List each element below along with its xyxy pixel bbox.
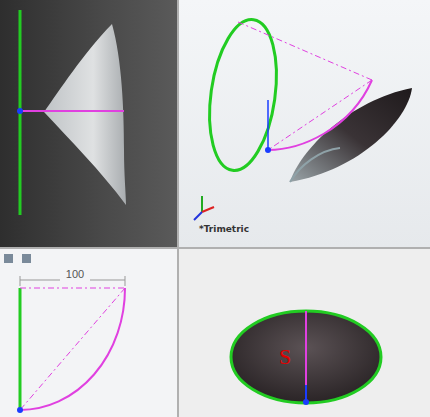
toolbar-icons bbox=[4, 254, 31, 263]
dimension-extension bbox=[20, 276, 21, 286]
construction-line bbox=[238, 22, 372, 80]
section-ellipse bbox=[231, 311, 381, 403]
dimension-value: 100 bbox=[66, 269, 84, 280]
construction-line bbox=[20, 288, 125, 289]
origin-point bbox=[17, 407, 23, 413]
viewport-divider bbox=[177, 0, 179, 417]
dimension-line bbox=[90, 280, 125, 281]
guide-curve bbox=[268, 80, 372, 150]
viewport-divider bbox=[0, 247, 430, 249]
viewport-trimetric bbox=[179, 0, 430, 247]
lofted-surface-side bbox=[44, 24, 126, 205]
construction-line bbox=[268, 80, 372, 150]
lofted-surface-3d bbox=[290, 88, 412, 182]
origin-point bbox=[303, 399, 309, 405]
viewport-top bbox=[179, 249, 430, 417]
surface-edge bbox=[290, 148, 340, 182]
view-name: *Trimetric bbox=[199, 225, 249, 234]
guide-line bbox=[305, 311, 307, 402]
construction-line bbox=[20, 288, 125, 410]
viewport-sketch bbox=[0, 249, 177, 417]
origin-point bbox=[265, 147, 271, 153]
guide-line bbox=[20, 110, 124, 112]
dimension-line bbox=[20, 280, 60, 281]
profile-line bbox=[19, 288, 22, 410]
guide-arc bbox=[20, 288, 125, 410]
origin-point bbox=[17, 108, 23, 114]
surface-label: S bbox=[279, 346, 291, 368]
viewport-front bbox=[0, 0, 177, 247]
axis-line bbox=[267, 100, 269, 150]
dimension-extension bbox=[125, 276, 126, 286]
axis-triad bbox=[194, 196, 214, 220]
